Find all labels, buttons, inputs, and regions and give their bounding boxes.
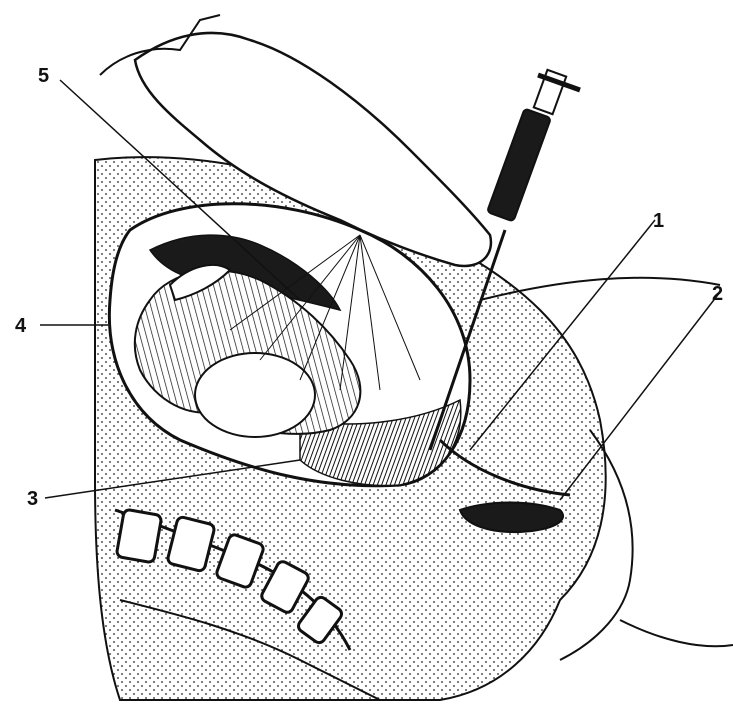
label-4: 4 (15, 315, 27, 337)
fetus-head (195, 353, 315, 437)
label-1: 1 (653, 210, 664, 232)
label-3: 3 (27, 488, 38, 510)
label-2: 2 (712, 283, 723, 305)
label-5: 5 (38, 65, 49, 87)
